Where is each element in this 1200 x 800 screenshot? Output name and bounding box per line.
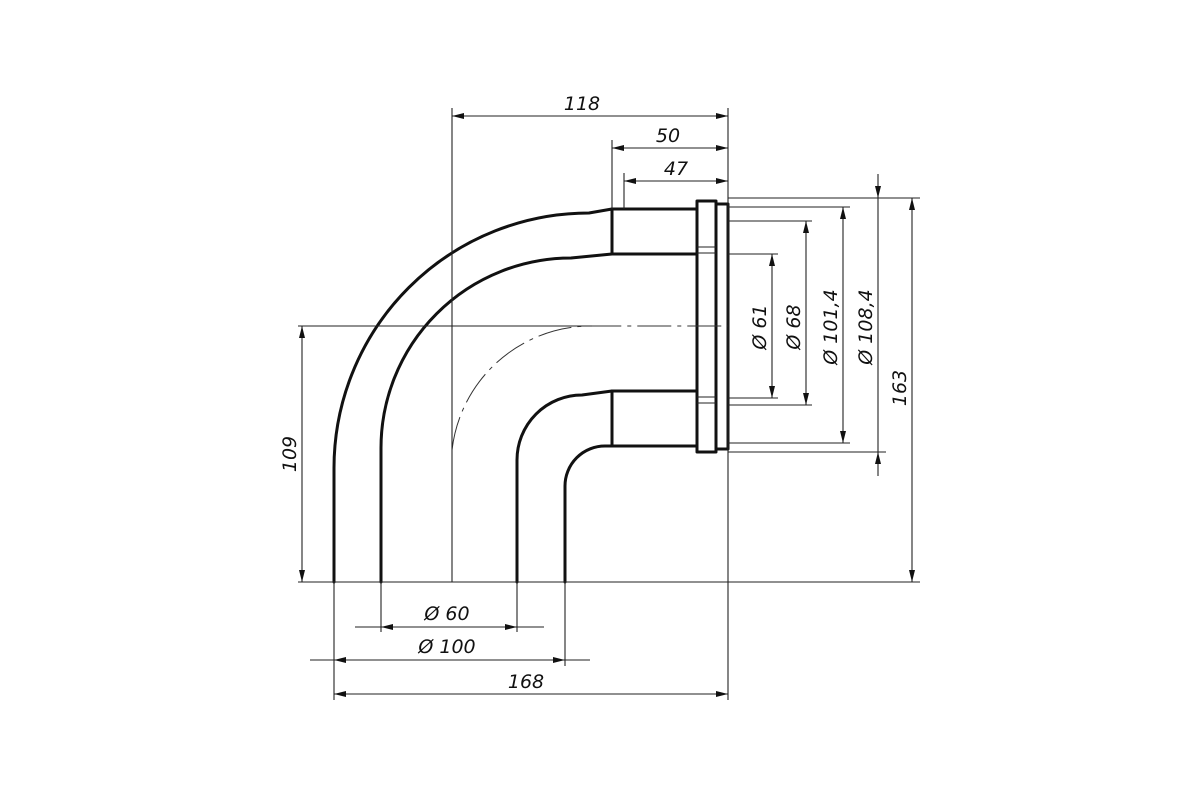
label-d61: Ø 61 xyxy=(749,304,771,350)
elbow-body xyxy=(332,207,614,584)
label-d100: Ø 100 xyxy=(417,636,475,658)
inner-wall-inner-line xyxy=(563,444,614,584)
socket-collar xyxy=(695,199,718,454)
label-50: 50 xyxy=(656,125,680,147)
label-118: 118 xyxy=(564,93,600,115)
socket-top-wall xyxy=(610,207,699,256)
socket xyxy=(610,199,730,454)
inner-wall-outer-line xyxy=(515,389,614,584)
label-d101-4: Ø 101,4 xyxy=(820,289,842,365)
collar-groove-top xyxy=(697,246,716,254)
center-line-bend xyxy=(451,325,728,451)
extension-lines xyxy=(298,108,920,700)
outer-wall-outer-line xyxy=(332,207,614,584)
label-109: 109 xyxy=(279,436,301,472)
label-168: 168 xyxy=(508,671,544,693)
label-d60: Ø 60 xyxy=(423,603,469,625)
outer-wall-inner-line xyxy=(379,252,614,584)
collar-groove-bottom xyxy=(697,396,716,404)
label-47: 47 xyxy=(664,158,688,180)
label-d68: Ø 68 xyxy=(783,304,805,350)
dimension-lines xyxy=(299,113,915,697)
label-163: 163 xyxy=(889,370,911,406)
label-d108-4: Ø 108,4 xyxy=(855,289,877,365)
dimension-labels: 118 50 47 109 163 Ø 61 Ø 68 Ø 101,4 Ø 10… xyxy=(279,93,911,693)
socket-bottom-wall xyxy=(610,389,699,448)
